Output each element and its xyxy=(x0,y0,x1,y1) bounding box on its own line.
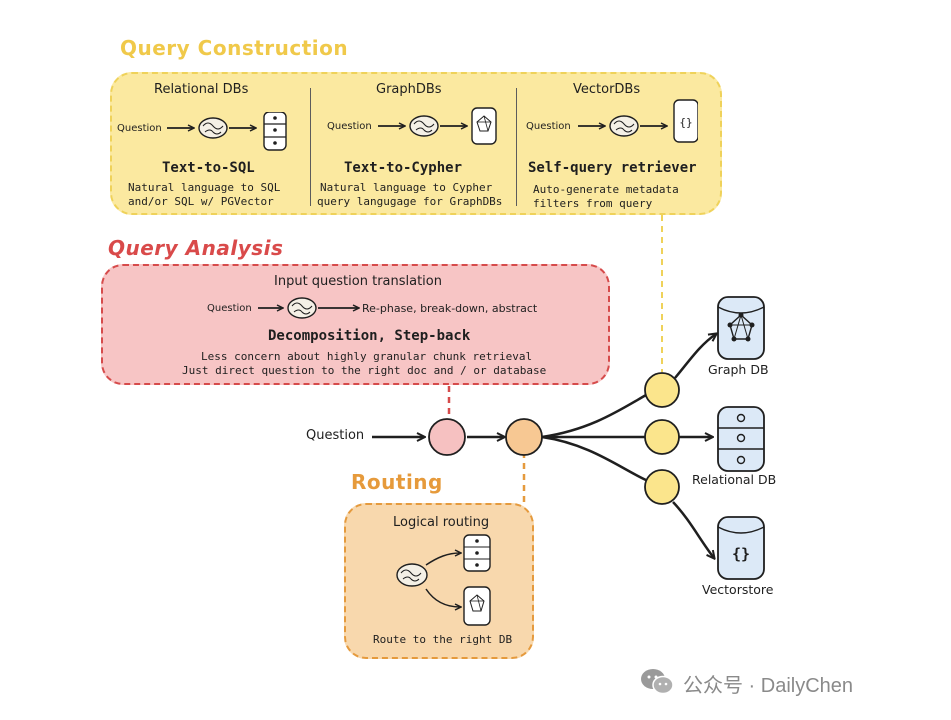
relational-db-icon xyxy=(717,406,765,472)
fanout-bot xyxy=(541,435,647,482)
relational-db-label: Relational DB xyxy=(692,472,777,487)
analysis-desc-line1: Less concern about highly granular chunk… xyxy=(201,350,533,363)
graphdb-node xyxy=(644,372,680,408)
watermark-text: 公众号 · DailyChen xyxy=(683,675,854,697)
routing-flow-icons xyxy=(396,534,491,626)
query-construction-panel: Relational DBs Question Text-to-SQL Natu… xyxy=(110,72,722,215)
vector-desc-line1: Auto-generate metadata xyxy=(533,183,679,196)
brain-icon xyxy=(396,563,428,587)
graph-db-icon xyxy=(717,296,765,360)
vectorstore-label: Vectorstore xyxy=(702,582,774,597)
self-query-retriever-method: Self-query retriever xyxy=(528,160,697,176)
text-to-sql-method: Text-to-SQL xyxy=(162,160,255,176)
routing-node xyxy=(505,418,543,456)
vectorstore-icon: {} xyxy=(717,516,765,580)
input-question-translation-header: Input question translation xyxy=(274,274,442,289)
route-to-right-db-label: Route to the right DB xyxy=(373,633,513,646)
wechat-icon xyxy=(641,669,674,695)
analysis-output-label: Re-phase, break-down, abstract xyxy=(362,302,538,315)
relational-flow-icons xyxy=(167,112,287,151)
relational-desc-line2: and/or SQL w/ PGVector xyxy=(128,195,274,208)
text-to-cypher-method: Text-to-Cypher xyxy=(344,160,463,176)
vectorstore-node xyxy=(644,469,680,505)
brain-icon xyxy=(198,117,228,139)
logical-routing-header: Logical routing xyxy=(393,515,490,530)
column-divider xyxy=(516,88,517,206)
analysis-desc-line2: Just direct question to the right doc an… xyxy=(182,364,547,377)
query-analysis-panel: Input question translation Question Re-p… xyxy=(101,264,610,385)
relationaldb-node xyxy=(644,419,680,455)
vector-desc-line2: filters from query xyxy=(533,197,653,210)
graph-database-icon xyxy=(471,107,497,145)
relational-desc-line1: Natural language to SQL xyxy=(128,181,281,194)
vector-database-icon: {} xyxy=(673,99,698,143)
graph-flow-icons xyxy=(378,107,497,145)
decomposition-method: Decomposition, Step-back xyxy=(268,328,471,344)
brain-icon xyxy=(409,115,439,137)
brain-icon xyxy=(287,297,317,319)
graph-desc-line1: Natural language to Cypher xyxy=(320,181,493,194)
graph-desc-line2: query langugage for GraphDBs xyxy=(317,195,503,208)
question-label: Question xyxy=(526,121,571,132)
query-analysis-title: Query Analysis xyxy=(108,236,284,260)
vector-flow-icons: {} xyxy=(578,99,698,143)
question-label: Question xyxy=(207,303,252,314)
routing-panel: Logical routing Route to the right DB xyxy=(344,503,534,659)
question-label: Question xyxy=(327,121,372,132)
vectorstore-braces-text: {} xyxy=(732,545,750,563)
query-construction-title: Query Construction xyxy=(120,36,349,60)
column-divider xyxy=(310,88,311,206)
arrow-to-graphdb xyxy=(674,334,716,379)
query-analysis-node xyxy=(428,418,466,456)
graphdbs-header: GraphDBs xyxy=(376,82,442,97)
database-icon xyxy=(263,112,287,151)
braces-icon-text: {} xyxy=(679,116,692,129)
question-label: Question xyxy=(117,123,162,134)
routing-title: Routing xyxy=(351,470,443,494)
graph-db-label: Graph DB xyxy=(708,362,769,377)
vectordbs-header: VectorDBs xyxy=(573,82,641,97)
flow-question-label: Question xyxy=(306,428,365,443)
database-icon xyxy=(463,534,491,572)
analysis-flow-icons xyxy=(258,297,363,319)
relational-dbs-header: Relational DBs xyxy=(154,82,249,97)
brain-icon xyxy=(609,115,639,137)
graph-database-icon xyxy=(463,586,491,626)
fanout-top xyxy=(541,393,647,439)
arrow-to-vectorstore xyxy=(672,501,714,558)
